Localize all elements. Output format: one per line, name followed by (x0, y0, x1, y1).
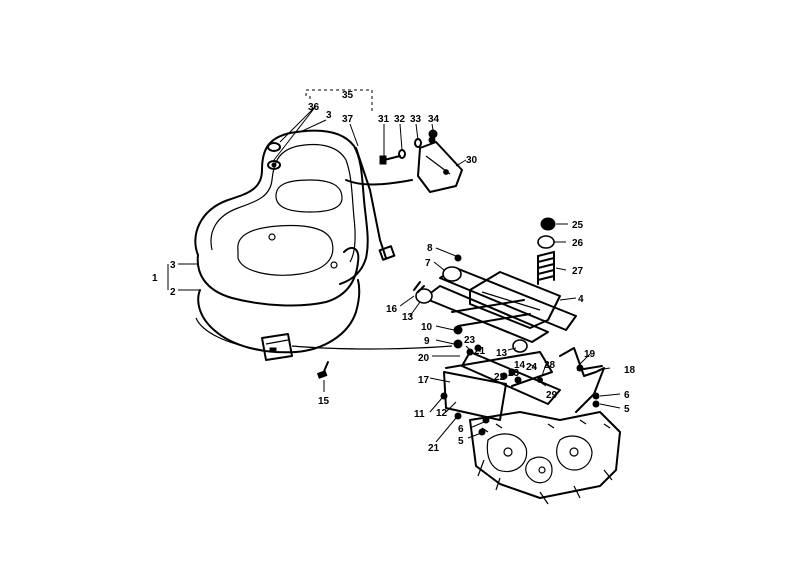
callout-21-lower: 21 (428, 443, 440, 454)
spring-27 (537, 251, 555, 285)
callout-6-right: 6 (624, 390, 630, 401)
callout-20: 20 (418, 353, 430, 364)
callout-37: 37 (342, 114, 354, 125)
callout-29: 29 (546, 390, 558, 401)
callout-2: 2 (170, 287, 176, 298)
callout-3-back: 3 (326, 110, 332, 121)
engine-block (469, 411, 621, 505)
callout-25: 25 (572, 220, 584, 231)
callout-1: 1 (152, 273, 158, 284)
callout-27: 27 (572, 266, 584, 277)
callout-10: 10 (421, 322, 433, 333)
callout-18: 18 (624, 365, 636, 376)
callout-14: 14 (514, 360, 526, 371)
callout-12: 12 (436, 408, 448, 419)
callout-labels: 1 2 3 3 4 5 5 6 6 7 8 9 10 11 12 13 13 1… (152, 90, 636, 454)
callout-4: 4 (578, 294, 584, 305)
callout-23-upper: 23 (464, 335, 476, 346)
callout-19: 19 (584, 349, 596, 360)
callout-33: 33 (410, 114, 422, 125)
callout-7: 7 (425, 258, 431, 269)
callout-5-lower: 5 (458, 436, 464, 447)
callout-35: 35 (342, 90, 354, 101)
callout-31: 31 (378, 114, 390, 125)
seat-assembly (194, 129, 453, 379)
callout-13-left: 13 (402, 312, 414, 323)
callout-34: 34 (428, 114, 440, 125)
callout-23-lower: 23 (508, 368, 520, 379)
callout-26: 26 (572, 238, 584, 249)
callout-8: 8 (427, 243, 433, 254)
callout-16: 16 (386, 304, 398, 315)
callout-36: 36 (308, 102, 320, 113)
callout-22: 22 (494, 372, 506, 383)
callout-5-right: 5 (624, 404, 630, 415)
callout-9: 9 (424, 336, 430, 347)
callout-21-upper: 21 (474, 346, 486, 357)
callout-3-seat: 3 (170, 260, 176, 271)
callout-13-mid: 13 (496, 348, 508, 359)
callout-11: 11 (414, 409, 425, 420)
callout-24: 24 (526, 362, 538, 373)
callout-30: 30 (466, 155, 478, 166)
bracket-30 (379, 129, 463, 193)
callout-17: 17 (418, 375, 430, 386)
callout-6-lower: 6 (458, 424, 464, 435)
callout-28: 28 (544, 360, 556, 371)
seat-frame-rails (413, 217, 605, 436)
leader-lines (273, 105, 621, 443)
callout-32: 32 (394, 114, 406, 125)
callout-15: 15 (318, 396, 330, 407)
